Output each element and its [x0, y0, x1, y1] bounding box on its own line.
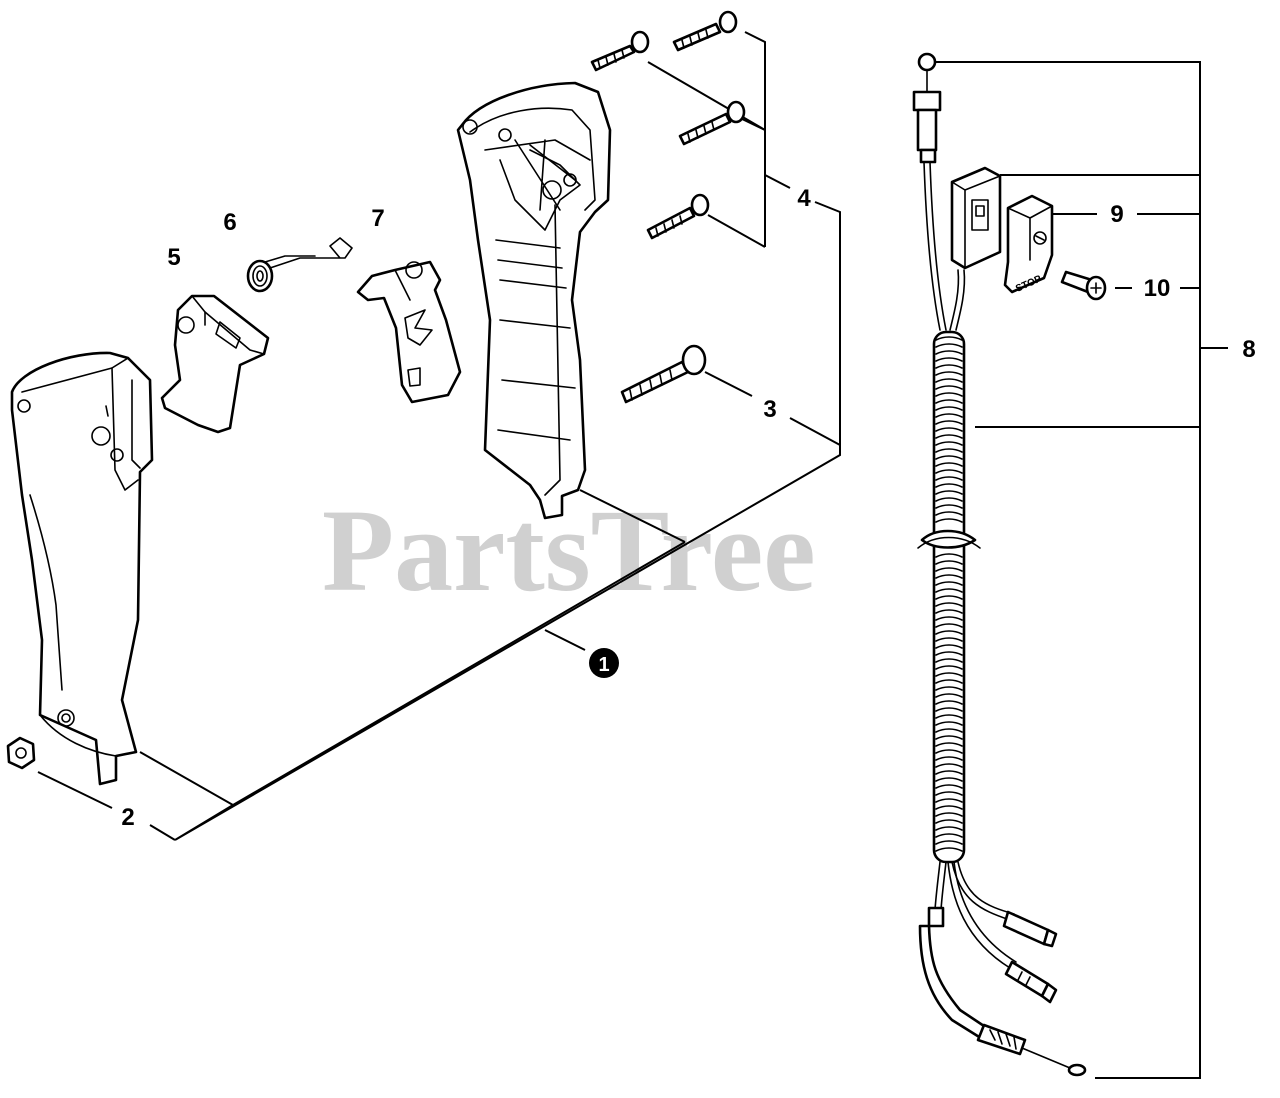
coiled-cable — [917, 330, 981, 864]
callout-2: 2 — [121, 804, 134, 831]
torsion-spring — [246, 237, 353, 293]
small-screw — [1060, 270, 1107, 301]
watermark-text: PartsTree — [322, 485, 816, 616]
leader-screw-a — [647, 61, 766, 131]
spade-connector-2 — [1004, 960, 1058, 1004]
leader-handle-half-right — [579, 489, 686, 543]
callout-1: 1 — [598, 654, 609, 676]
top-connector-boot — [912, 90, 942, 112]
leader-callout-2 — [149, 824, 176, 841]
screw-c — [678, 100, 746, 146]
spade-connector-1 — [1002, 910, 1058, 948]
callout-labels: 1 2 3 4 5 6 7 8 9 10 — [121, 185, 1255, 831]
stop-plate: STOP — [1003, 194, 1054, 295]
left-handle-half — [10, 351, 154, 786]
leader-callout-3 — [789, 417, 841, 446]
leader-bracket-1 — [139, 201, 841, 841]
leader-lines — [37, 31, 1228, 1079]
leader-nut-2 — [37, 771, 113, 809]
stop-switch-harness — [912, 52, 1087, 1077]
callout-10: 10 — [1144, 275, 1171, 302]
callout-5: 5 — [167, 244, 180, 271]
callout-9: 9 — [1110, 201, 1123, 228]
hex-nut — [6, 736, 36, 770]
screw-long — [620, 344, 707, 404]
throttle-lockout — [160, 294, 270, 434]
callout-7: 7 — [371, 205, 384, 232]
lower-sheath — [918, 906, 1087, 1077]
leader-bracket-8 — [935, 61, 1201, 1079]
right-handle-half — [456, 81, 612, 520]
callout-8: 8 — [1242, 336, 1255, 363]
screw-a — [590, 30, 650, 72]
screw-b — [672, 10, 738, 52]
leader-callout-1 — [544, 629, 586, 651]
leader-callout-4 — [764, 174, 791, 189]
callout-6: 6 — [223, 209, 236, 236]
screws — [590, 10, 746, 404]
callout-4: 4 — [797, 185, 811, 212]
ring-terminal-top — [917, 52, 937, 72]
leader-bracket-4 — [744, 31, 766, 247]
callout-1-badge — [589, 648, 619, 678]
callout-3: 3 — [763, 396, 776, 423]
leader-screw-c — [739, 117, 766, 131]
leader-screw-d — [707, 214, 766, 248]
leader-bracket-1-inner — [232, 541, 686, 806]
throttle-trigger — [356, 260, 462, 404]
top-connector-sleeve — [916, 108, 938, 152]
screw-d — [646, 193, 710, 240]
stop-switch — [950, 166, 1002, 270]
leader-screw-3 — [704, 371, 753, 397]
